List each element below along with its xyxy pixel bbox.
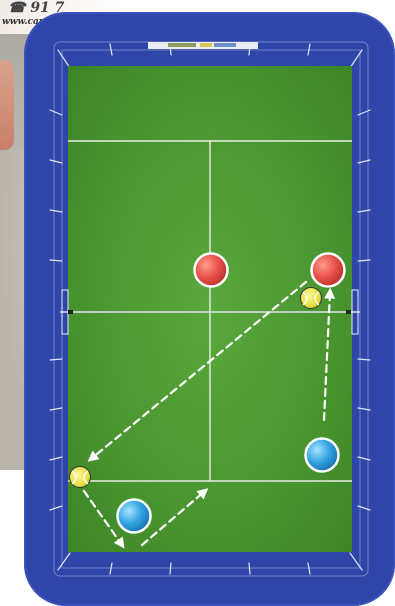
ball-bottom-left bbox=[70, 467, 91, 488]
red-player-left bbox=[195, 254, 228, 287]
sponsor-board bbox=[148, 42, 258, 49]
blue-player-bottom-left bbox=[118, 500, 151, 533]
ball-near-net bbox=[301, 288, 322, 309]
blue-player-bottom-right bbox=[306, 439, 339, 472]
red-player-right bbox=[312, 254, 345, 287]
